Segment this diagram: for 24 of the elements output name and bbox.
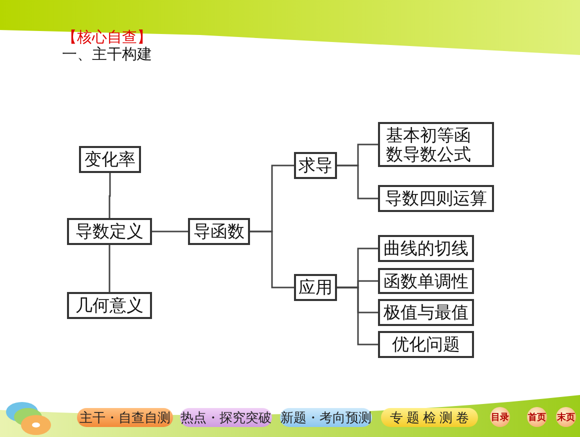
concept-box: 极值与最值 — [378, 299, 474, 326]
nav-button: 新题・考向预测 — [280, 408, 372, 427]
connector-line — [108, 173, 111, 218]
concept-box: 几何意义 — [67, 292, 152, 319]
connector-line — [108, 245, 110, 292]
concept-box: 应用 — [294, 274, 337, 301]
concept-box: 导函数 — [188, 218, 250, 245]
subheading: 一、主干构建 — [62, 46, 152, 63]
concept-box: 导数定义 — [67, 218, 152, 245]
nav-button: 专 题 检 测 卷 — [381, 408, 478, 427]
concept-box: 函数单调性 — [378, 268, 474, 294]
concept-box: 变化率 — [79, 146, 141, 173]
concept-box: 导数四则运算 — [378, 185, 494, 212]
concept-box: 基本初等函数导数公式 — [378, 122, 494, 167]
connector-line — [152, 230, 188, 232]
nav-button: 主干・自查自测 — [77, 408, 173, 427]
concept-box: 曲线的切线 — [378, 235, 474, 262]
connector-line — [250, 230, 294, 288]
nav-button: 热点・探究突破 — [180, 408, 272, 427]
section-heading: 【核心自查】 — [62, 29, 152, 46]
connector-line — [337, 286, 378, 346]
connector-line — [337, 164, 378, 200]
concept-box: 求导 — [294, 152, 337, 179]
concept-box: 优化问题 — [378, 331, 474, 358]
